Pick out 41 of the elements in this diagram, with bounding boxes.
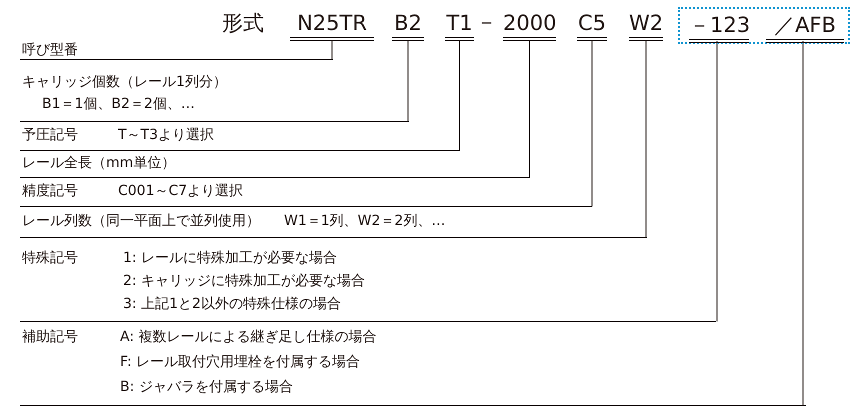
leader-line [529, 40, 530, 178]
field-heading: 呼び型番 [22, 41, 78, 59]
field-heading: レール全長（mm単位） [22, 154, 176, 172]
field-description: B1＝1個、B2＝2個、… [42, 95, 195, 113]
model-code-segment: B2 [392, 11, 424, 41]
description-row [20, 248, 716, 322]
field-description: 2: キャリッジに特殊加工が必要な場合 [123, 272, 366, 290]
hyphen: － [476, 10, 497, 34]
model-code-segment: ／AFB [766, 13, 844, 43]
dashed-group-box [678, 7, 850, 44]
field-description: 3: 上記1と2以外の特殊仕様の場合 [123, 295, 341, 313]
field-heading: 補助記号 [22, 328, 78, 346]
leader-line [459, 40, 460, 151]
description-row [20, 72, 409, 122]
description-row [20, 125, 460, 151]
model-code-segment: T1 [445, 11, 474, 41]
field-description: T～T3より選択 [118, 126, 214, 144]
field-heading: レール列数（同一平面上で並列使用） [22, 212, 260, 230]
model-code-segment: 2000 [503, 11, 556, 41]
description-row [20, 211, 647, 238]
field-heading: 特殊記号 [22, 249, 78, 267]
description-row [20, 327, 806, 406]
field-heading: キャリッジ個数（レール1列分） [22, 73, 227, 91]
field-description: 1: レールに特殊加工が必要な場合 [123, 249, 338, 267]
field-description: C001～C7より選択 [118, 182, 244, 200]
description-row [20, 40, 333, 60]
description-row [20, 181, 592, 207]
leader-line [716, 40, 718, 322]
field-description: A: 複数レールによる継ぎ足し仕様の場合 [120, 328, 376, 346]
field-heading: 予圧記号 [22, 126, 78, 144]
model-label: 形式 [222, 11, 264, 35]
field-heading: 精度記号 [22, 182, 78, 200]
field-description: F: レール取付穴用埋栓を付属する場合 [120, 353, 360, 371]
leader-line [802, 40, 804, 406]
model-code-segment: W2 [629, 11, 663, 41]
field-description: W1＝1列、W2＝2列、… [284, 212, 446, 230]
description-row [20, 153, 530, 178]
model-code-segment: C5 [577, 11, 607, 41]
model-code-segment: N25TR [290, 11, 374, 41]
field-description: B: ジャバラを付属する場合 [120, 378, 293, 396]
model-code-segment: －123 [689, 13, 749, 43]
